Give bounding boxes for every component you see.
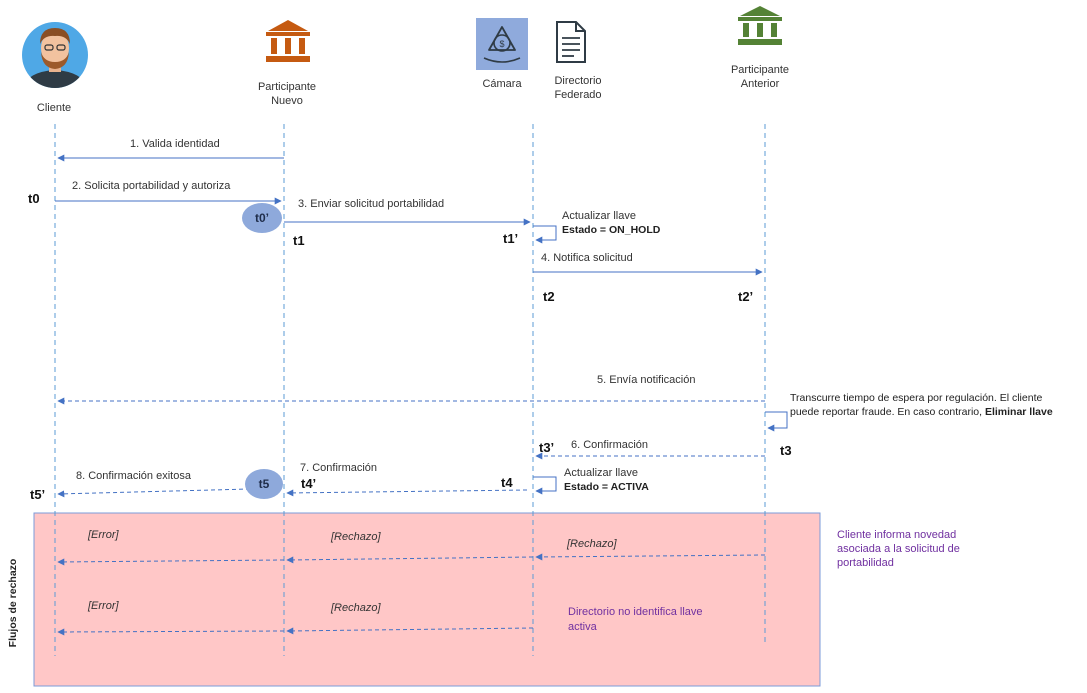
time-t3-prime: t3’ <box>539 440 554 455</box>
time-t2-prime: t2’ <box>738 289 753 304</box>
time-bubble-t0-prime <box>242 203 282 233</box>
time-t4: t4 <box>501 475 513 490</box>
wait-note-eliminar-llave: Eliminar llave <box>985 406 1053 418</box>
message-2-label: 2. Solicita portabilidad y autoriza <box>72 180 231 192</box>
message-8-label: 8. Confirmación exitosa <box>76 470 192 482</box>
time-t5-prime: t5’ <box>30 487 45 502</box>
update-on-hold-line-2: Estado = ON_HOLD <box>562 224 661 236</box>
self-wait-arrow <box>765 411 788 432</box>
self-update-on-hold-arrow <box>533 225 557 244</box>
actor-nuevo-label-1: Participante <box>258 81 316 93</box>
bank-icon <box>738 6 782 45</box>
time-t0: t0 <box>28 191 40 206</box>
reject-rechazo-3: [Rechazo] <box>330 602 381 614</box>
actor-camara-label: Cámara <box>482 78 522 90</box>
note-directorio-line-1: Directorio no identifica llave <box>568 606 703 618</box>
time-bubble-t5 <box>245 469 283 499</box>
message-4-label: 4. Notifica solicitud <box>541 252 633 264</box>
message-3-label: 3. Enviar solicitud portabilidad <box>298 198 444 210</box>
time-labels: t0 t1 t1’ t2 t2’ t3 t3’ t4 t4’ t5’ <box>28 191 792 502</box>
reject-arrow-nuevo-to-cliente-1 <box>57 558 285 566</box>
message-5-label: 5. Envía notificación <box>597 374 695 386</box>
svg-text:$: $ <box>499 39 504 49</box>
reject-arrow-anterior-to-camara <box>535 553 766 561</box>
wait-note-line-1: Transcurre tiempo de espera por regulaci… <box>790 392 1042 404</box>
time-t3: t3 <box>780 443 792 458</box>
time-t2: t2 <box>543 289 555 304</box>
reject-arrow-camara-to-nuevo-1 <box>286 556 534 564</box>
actor-directorio-label-2: Federado <box>554 89 601 101</box>
message-7-arrow <box>286 489 528 497</box>
document-icon <box>556 21 586 63</box>
reject-rechazo-2: [Rechazo] <box>566 538 617 550</box>
actor-nuevo-label-2: Nuevo <box>271 95 303 107</box>
clearing-house-icon: $ <box>476 18 528 70</box>
update-on-hold-line-1: Actualizar llave <box>562 210 636 222</box>
note-cliente-line-1: Cliente informa novedad <box>837 529 956 541</box>
message-7-label: 7. Confirmación <box>300 462 377 474</box>
reject-error-1: [Error] <box>87 529 120 541</box>
bank-icon <box>266 20 310 62</box>
reject-rechazo-1: [Rechazo] <box>330 531 381 543</box>
rejection-section-label: Flujos de rechazo <box>7 559 19 648</box>
reject-arrow-camara-to-nuevo-2 <box>286 627 534 635</box>
rejection-region <box>33 512 821 687</box>
message-6-label: 6. Confirmación <box>571 439 648 451</box>
reject-arrow-nuevo-to-cliente-2 <box>57 628 285 636</box>
note-cliente-line-3: portabilidad <box>837 557 894 569</box>
message-1-label: 1. Valida identidad <box>130 138 220 150</box>
time-t1-prime: t1’ <box>503 231 518 246</box>
update-activa-line-2: Estado = ACTIVA <box>564 481 649 493</box>
wait-note-line-2-text: puede reportar fraude. En caso contrario… <box>790 406 985 418</box>
lifelines <box>54 124 766 656</box>
time-t5: t5 <box>259 477 270 491</box>
self-update-activa-arrow <box>533 476 557 495</box>
note-cliente-line-2: asociada a la solicitud de <box>837 543 960 555</box>
time-t4-prime: t4’ <box>301 476 316 491</box>
reject-error-2: [Error] <box>87 600 120 612</box>
update-activa-line-1: Actualizar llave <box>564 467 638 479</box>
actor-cliente-label: Cliente <box>37 102 71 114</box>
note-directorio-line-2: activa <box>568 621 598 633</box>
message-8-arrow <box>57 488 251 498</box>
actor-anterior-label-2: Anterior <box>741 78 780 90</box>
person-avatar-icon <box>22 22 88 88</box>
wait-note-line-2: puede reportar fraude. En caso contrario… <box>790 406 1053 418</box>
time-t0-prime: t0’ <box>255 211 269 225</box>
actor-directorio-label-1: Directorio <box>554 75 601 87</box>
actor-anterior-label-1: Participante <box>731 64 789 76</box>
time-t1: t1 <box>293 233 305 248</box>
